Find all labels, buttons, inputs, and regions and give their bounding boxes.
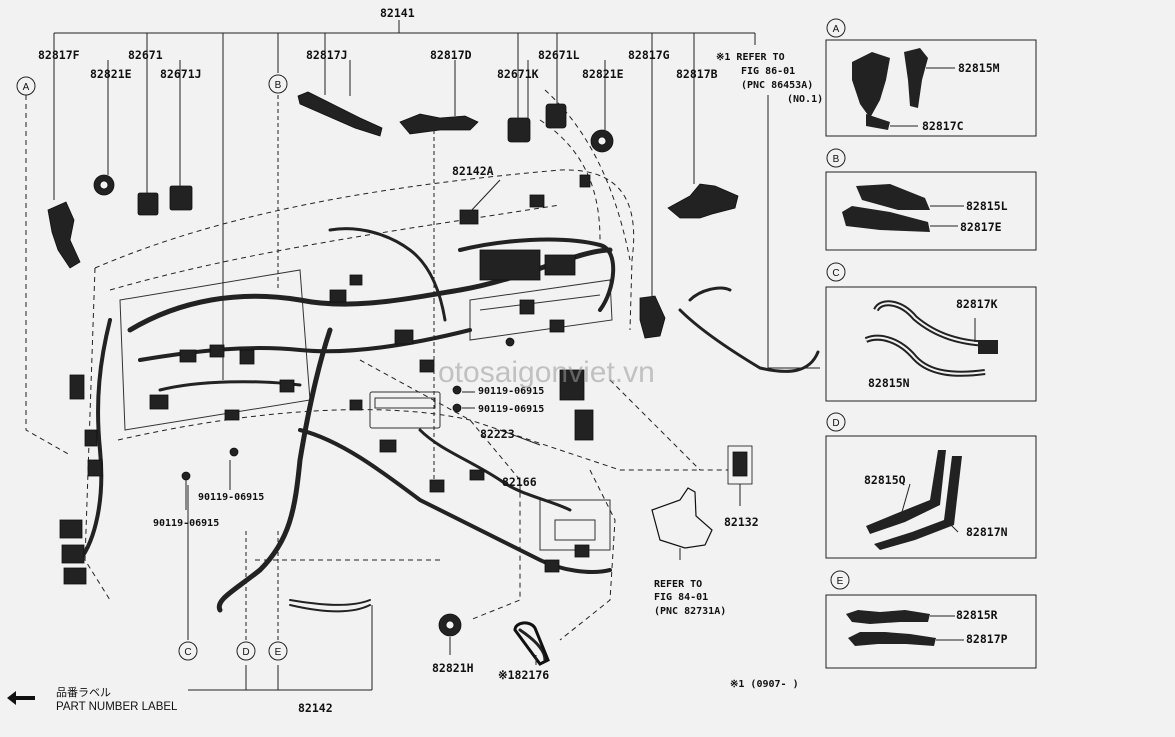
svg-text:B: B	[275, 80, 282, 91]
part-shapes	[47, 91, 753, 666]
label-82815M: 82815M	[958, 61, 1000, 75]
label-82817K: 82817K	[956, 297, 998, 311]
dashboard-outline	[25, 89, 735, 641]
label-82223: 82223	[480, 427, 515, 441]
left-arrow-icon	[7, 691, 35, 705]
label-82671K: 82671K	[497, 67, 539, 81]
harness-connectors	[59, 174, 594, 585]
svg-text:(PNC 82731A): (PNC 82731A)	[654, 606, 726, 617]
callout-B: B	[268, 74, 288, 94]
part-number-legend: 品番ラベル PART NUMBER LABEL	[0, 684, 200, 724]
label-90119-c: 90119-06915	[198, 492, 264, 503]
label-82815L: 82815L	[966, 199, 1008, 213]
svg-text:E: E	[837, 576, 844, 587]
label-82817J: 82817J	[306, 48, 348, 62]
refer-note-top: ※1 REFER TO FIG 86-01 (PNC 86453A) (NO.1…	[716, 52, 823, 105]
svg-text:C: C	[832, 268, 839, 279]
label-90119-b: 90119-06915	[478, 404, 544, 415]
label-90119-d: 90119-06915	[153, 518, 219, 529]
callout-C: C	[178, 641, 198, 661]
label-82815Q: 82815Q	[864, 473, 906, 487]
svg-text:C: C	[184, 647, 191, 658]
label-82817F: 82817F	[38, 48, 80, 62]
svg-text:REFER TO: REFER TO	[654, 579, 702, 590]
label-82132: 82132	[724, 515, 759, 529]
svg-text:E: E	[275, 647, 282, 658]
label-82671: 82671	[128, 48, 163, 62]
label-82817P: 82817P	[966, 632, 1008, 646]
label-82815N: 82815N	[868, 376, 910, 390]
label-82815R: 82815R	[956, 608, 998, 622]
label-82671L: 82671L	[538, 48, 580, 62]
label-82821E-right: 82821E	[582, 67, 624, 81]
label-82817E: 82817E	[960, 220, 1002, 234]
svg-text:(NO.1): (NO.1)	[787, 94, 823, 105]
label-82166: 82166	[502, 475, 537, 489]
label-82817G: 82817G	[628, 48, 670, 62]
callout-D: D	[236, 641, 256, 661]
svg-text:FIG 84-01: FIG 84-01	[654, 592, 708, 603]
label-82142A: 82142A	[452, 164, 494, 178]
detail-panel-D: D 82815Q 82817N	[825, 412, 1037, 559]
callout-A: A	[16, 76, 36, 96]
detail-panel-A: A 82815M 82817C	[825, 18, 1037, 137]
svg-text:B: B	[833, 154, 840, 165]
detail-panel-B: B 82815L 82817E	[825, 148, 1037, 251]
legend-label-jp: 品番ラベル	[56, 686, 111, 699]
svg-text:※1 REFER TO: ※1 REFER TO	[716, 52, 785, 63]
legend-label-en: PART NUMBER LABEL	[56, 701, 178, 713]
detail-panel-E: E 82815R 82817P	[825, 570, 1037, 669]
label-82671J: 82671J	[160, 67, 202, 81]
label-82142: 82142	[298, 701, 333, 715]
callout-E: E	[268, 641, 288, 661]
watermark: otosaigonviet.vn	[438, 356, 655, 389]
label-82176: ※182176	[498, 668, 549, 682]
svg-text:D: D	[832, 418, 839, 429]
leader-lines	[25, 20, 820, 691]
label-82141: 82141	[380, 6, 415, 20]
svg-text:(PNC 86453A): (PNC 86453A)	[741, 80, 813, 91]
label-82817B: 82817B	[676, 67, 718, 81]
footnote: ※1 (0907- )	[730, 679, 799, 690]
label-82821H: 82821H	[432, 661, 474, 675]
svg-text:A: A	[833, 24, 840, 35]
part-labels: 82141 82817F 82671 82821E 82671J 82817J …	[38, 6, 759, 715]
svg-text:A: A	[23, 82, 30, 93]
svg-text:D: D	[242, 647, 249, 658]
label-90119-a: 90119-06915	[478, 386, 544, 397]
detail-panel-C: C 82817K 82815N	[825, 262, 1037, 402]
refer-note-bottom: REFER TO FIG 84-01 (PNC 82731A)	[654, 579, 726, 617]
label-82821E-left: 82821E	[90, 67, 132, 81]
label-82817D: 82817D	[430, 48, 472, 62]
label-82817C: 82817C	[922, 119, 964, 133]
label-82817N: 82817N	[966, 525, 1008, 539]
svg-text:FIG 86-01: FIG 86-01	[741, 66, 795, 77]
